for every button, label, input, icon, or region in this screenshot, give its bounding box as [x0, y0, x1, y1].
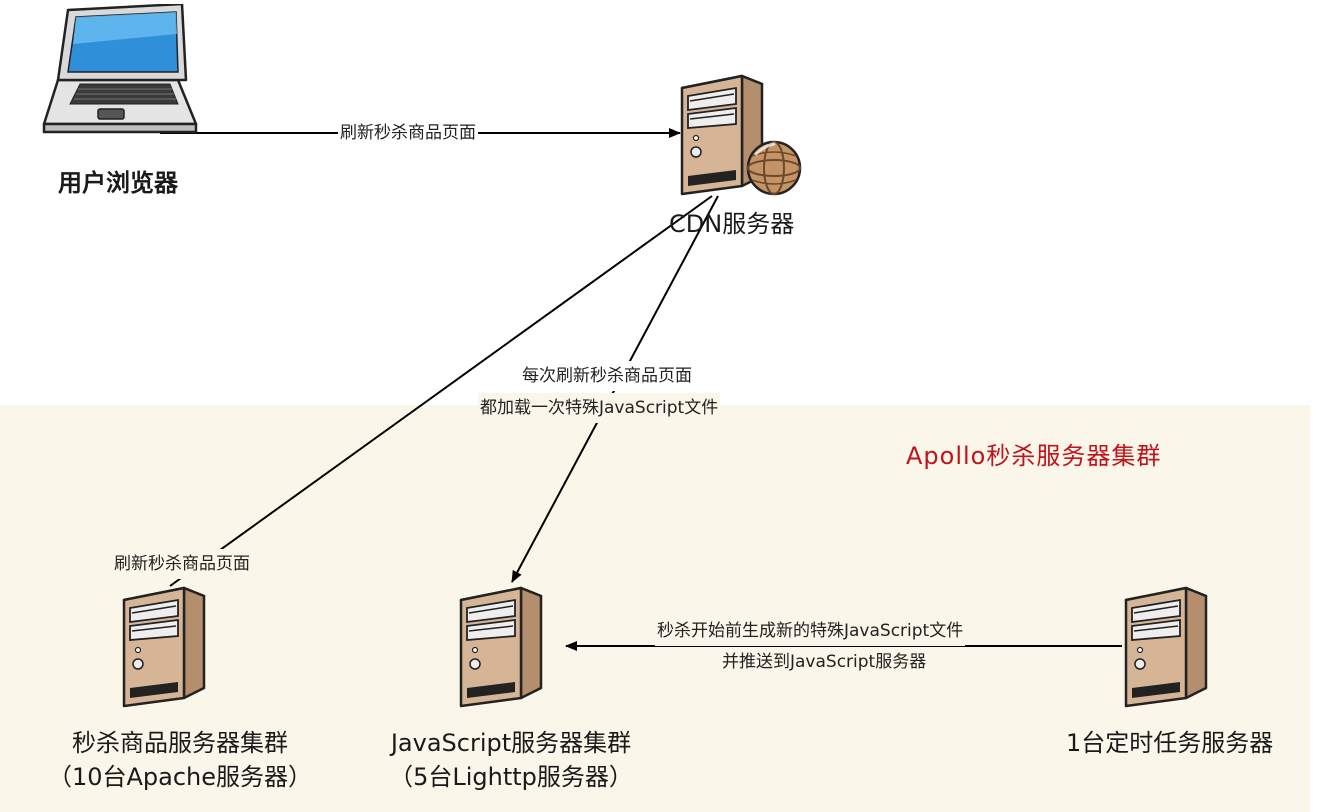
edge-label-timer-to-js-line1: 秒杀开始前生成新的特殊JavaScript文件 [655, 616, 966, 646]
server-icon [459, 586, 543, 708]
edge-label-cdn-to-js-line1: 每次刷新秒杀商品页面 [520, 361, 694, 391]
timer-server-label: 1台定时任务服务器 [1066, 729, 1274, 757]
js-cluster-label-line1: JavaScript服务器集群 [390, 729, 632, 757]
edge-product-to-cdn [169, 195, 713, 587]
server-icon [122, 586, 206, 708]
edge-label-cdn-to-js-line2: 都加载一次特殊JavaScript文件 [478, 393, 721, 423]
js-cluster-label-line2: （5台Lighttp服务器） [389, 763, 633, 791]
server-cluster-region [0, 405, 1310, 812]
product-cluster-label: 秒杀商品服务器集群 （10台Apache服务器） [44, 726, 316, 794]
browser-label: 用户浏览器 [58, 169, 178, 197]
laptop-icon [42, 4, 198, 134]
server-globe-icon [680, 74, 802, 196]
cdn-label: CDN服务器 [669, 210, 795, 238]
js-cluster-label: JavaScript服务器集群 （5台Lighttp服务器） [368, 726, 654, 794]
edge-label-timer-to-js-line2: 并推送到JavaScript服务器 [720, 647, 929, 677]
product-cluster-label-line2: （10台Apache服务器） [47, 763, 313, 791]
server-icon [1124, 586, 1208, 708]
edge-label-product-to-cdn: 刷新秒杀商品页面 [112, 549, 252, 579]
edge-label-browser-to-cdn: 刷新秒杀商品页面 [338, 118, 478, 148]
cluster-title: Apollo秒杀服务器集群 [906, 442, 1162, 470]
product-cluster-label-line1: 秒杀商品服务器集群 [72, 729, 288, 757]
